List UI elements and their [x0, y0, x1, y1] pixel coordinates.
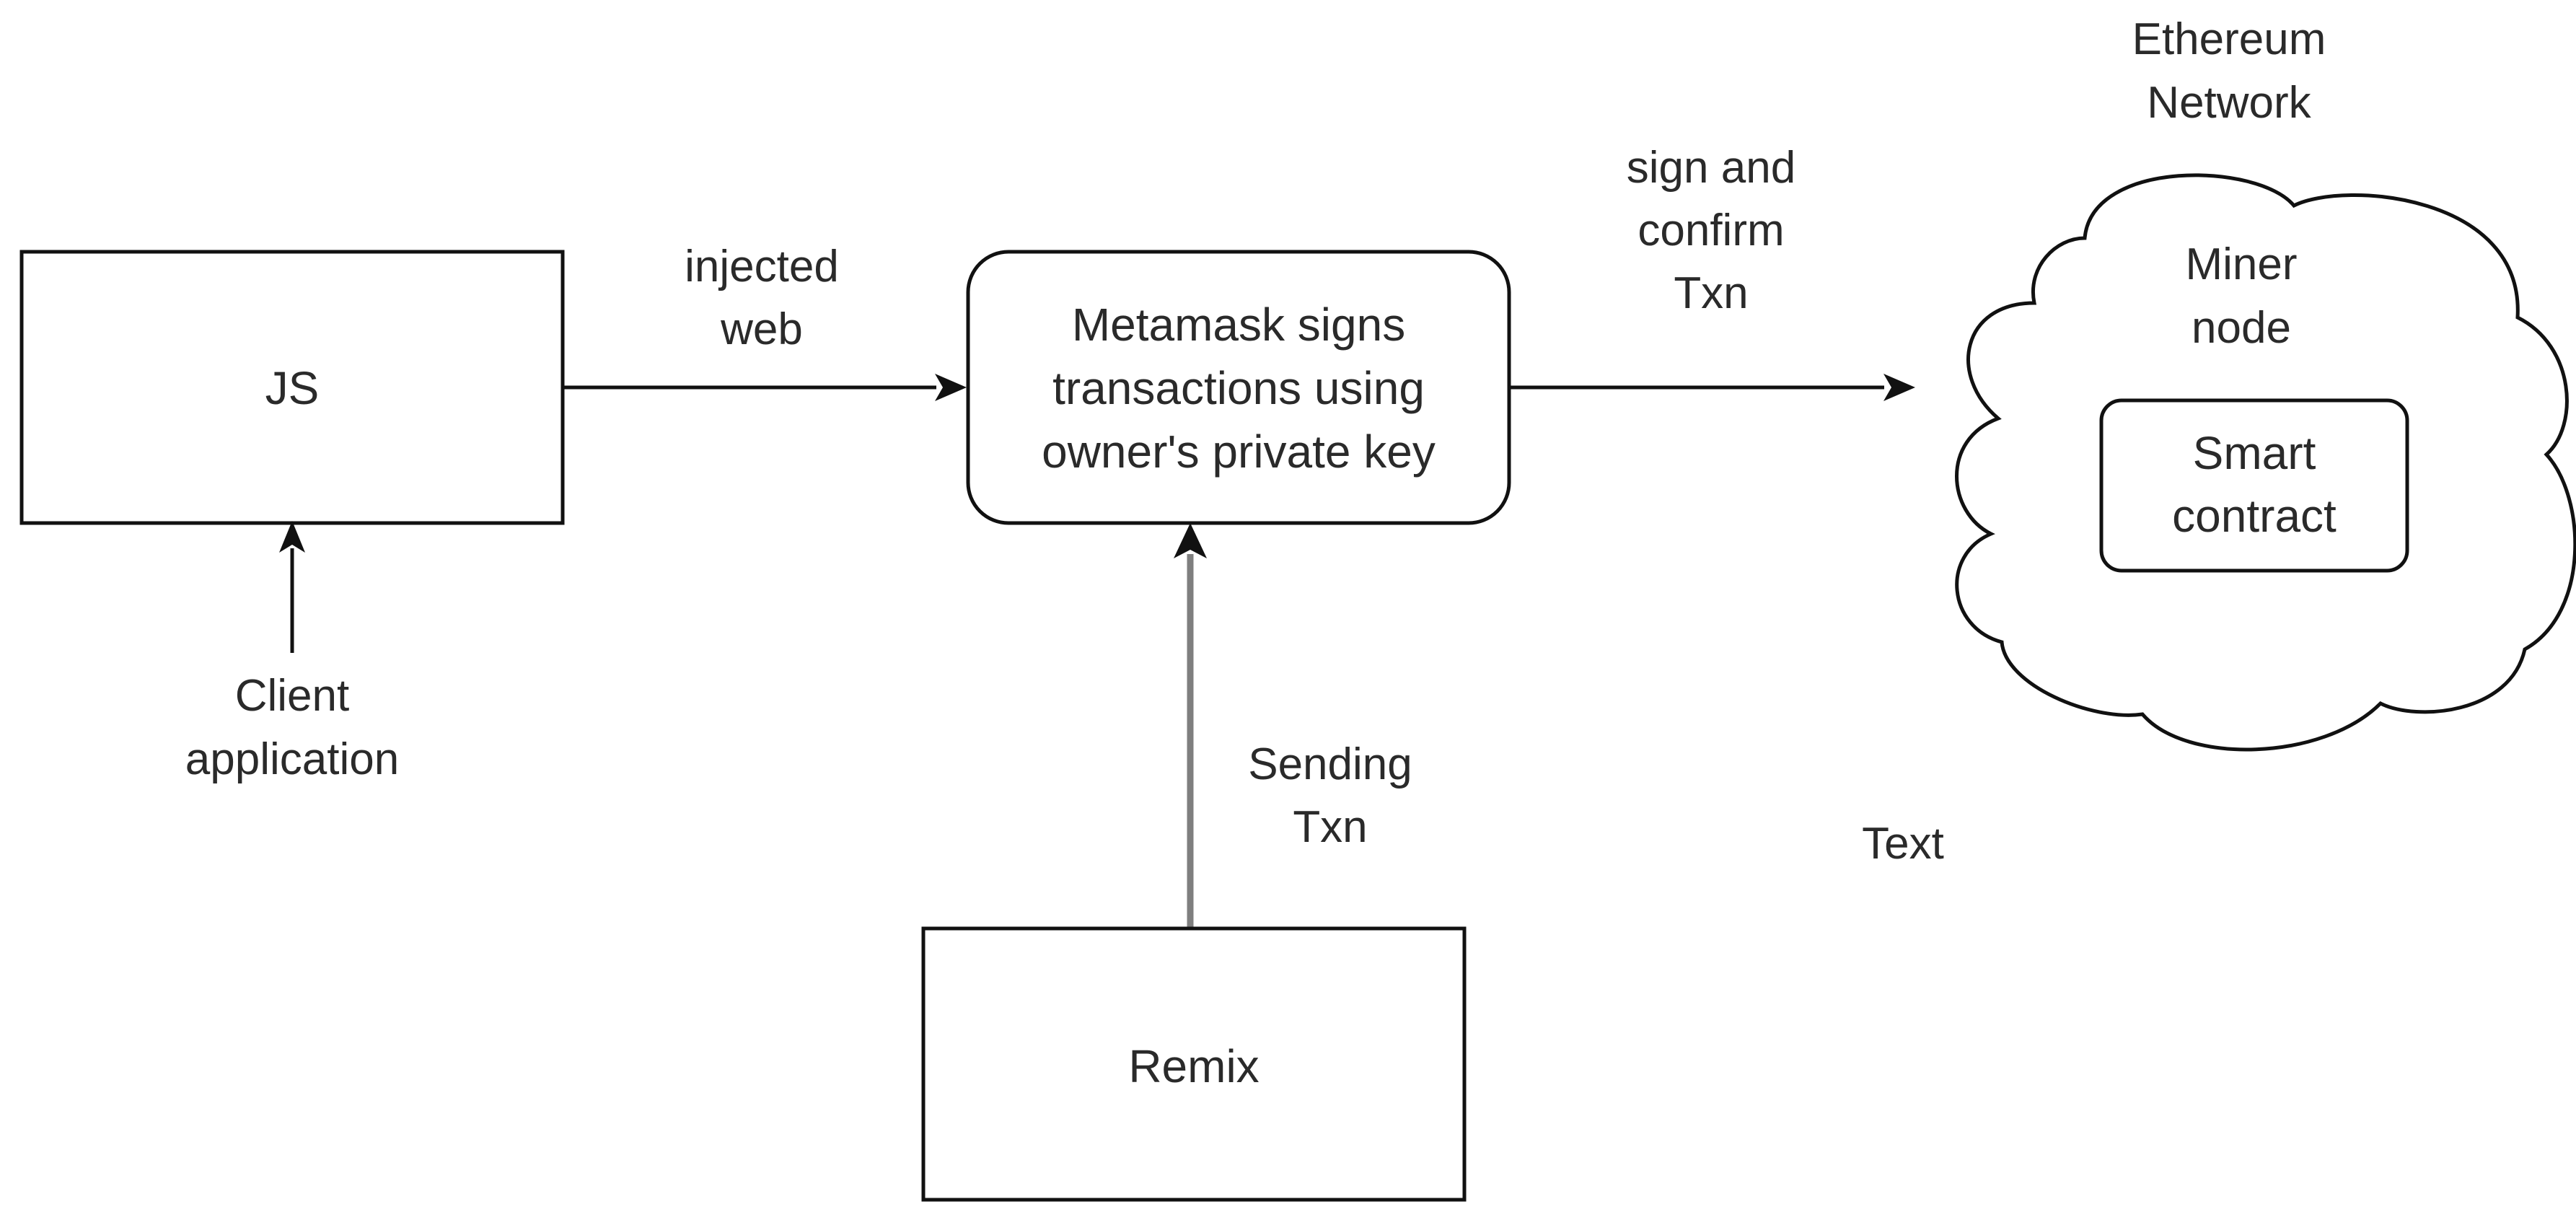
injected-web-label-line1: injected — [685, 242, 839, 291]
ethereum-network-label-line1: Ethereum — [2132, 14, 2326, 64]
free-text-label: Text — [1862, 819, 1944, 869]
injected-web-label-line2: web — [720, 304, 803, 354]
js-to-metamask-edge: injected web — [563, 242, 967, 401]
remix-label: Remix — [1128, 1040, 1259, 1092]
sign-confirm-label-line3: Txn — [1674, 268, 1748, 318]
metamask-to-network-edge: sign and confirm Txn — [1509, 143, 1915, 401]
remix-to-metamask-arrowhead — [1174, 523, 1207, 558]
smart-contract-label-line1: Smart — [2193, 427, 2316, 479]
sending-txn-label-line1: Sending — [1248, 739, 1412, 789]
js-label: JS — [265, 362, 320, 414]
metamask-label-line3: owner's private key — [1042, 426, 1436, 478]
ethereum-network-label-line2: Network — [2147, 78, 2311, 128]
miner-node-label-line1: Miner — [2185, 240, 2297, 289]
metamask-label-line2: transactions using — [1052, 362, 1425, 414]
smart-contract-label-line2: contract — [2172, 490, 2337, 542]
js-node: JS — [19, 250, 565, 525]
metamask-to-network-arrowhead — [1883, 374, 1915, 401]
js-box — [19, 250, 565, 525]
remix-to-metamask-edge: Sending Txn — [1174, 523, 1412, 927]
miner-node-label-line2: node — [2192, 303, 2291, 353]
client-application-label-line2: application — [185, 734, 399, 784]
sign-confirm-label-line2: confirm — [1638, 206, 1784, 255]
smart-contract-box — [2099, 398, 2409, 573]
sending-txn-label-line2: Txn — [1293, 802, 1367, 852]
remix-box — [921, 926, 1467, 1202]
remix-node: Remix — [921, 926, 1467, 1202]
client-application-label-line1: Client — [235, 671, 350, 721]
sign-confirm-label-line1: sign and — [1627, 143, 1795, 193]
js-to-metamask-arrowhead — [935, 374, 967, 401]
client-to-js-arrowhead — [279, 521, 305, 553]
client-to-js-edge: Client application — [185, 521, 399, 784]
ethereum-network-cloud: Ethereum Network Miner node Smart contra… — [1955, 14, 2576, 752]
metamask-node: Metamask signs transactions using owner'… — [966, 250, 1511, 525]
metamask-label-line1: Metamask signs — [1072, 299, 1405, 351]
